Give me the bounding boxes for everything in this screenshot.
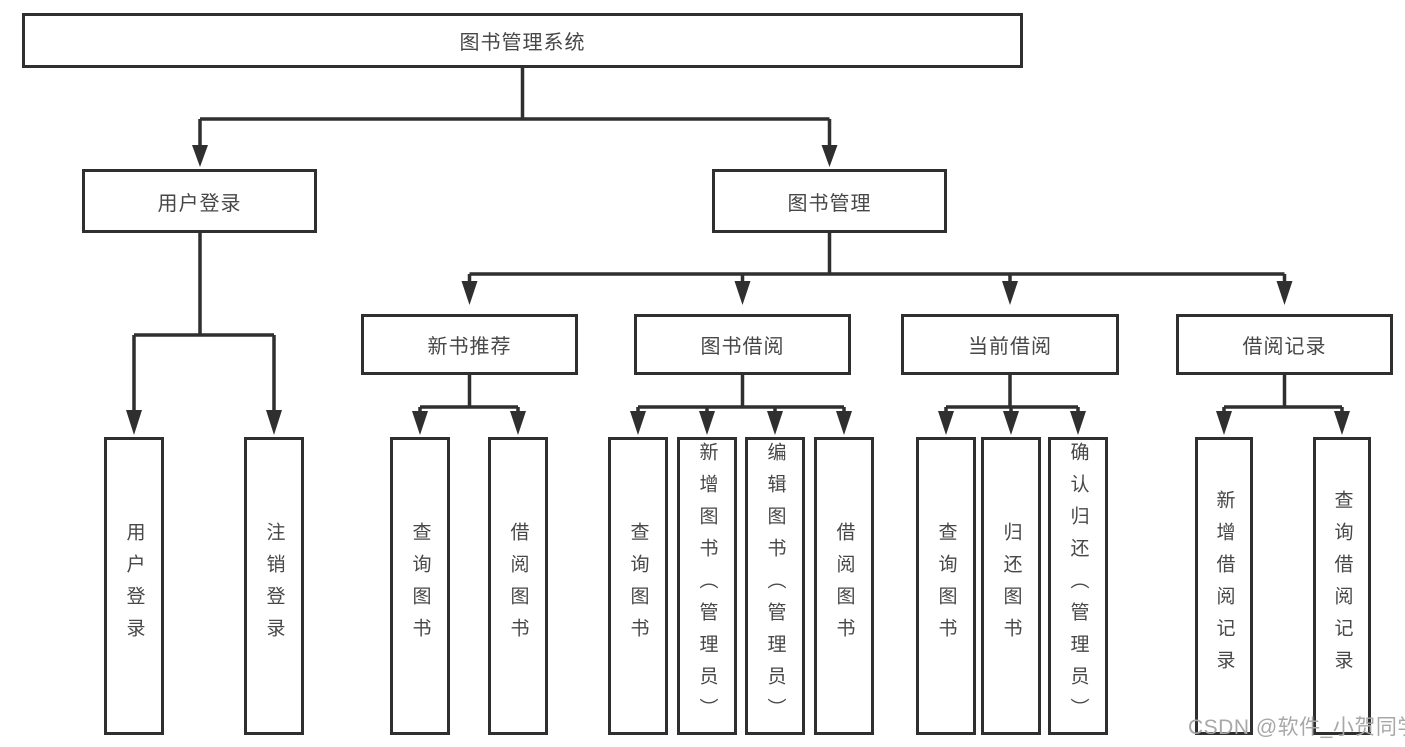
connector-current-borrow-children	[938, 375, 1086, 435]
arrowhead-bb-query	[630, 411, 646, 435]
connector-borrow-records-children	[1216, 375, 1350, 435]
arrowhead-ul-login	[126, 410, 142, 435]
arrowhead-new-books	[461, 281, 478, 305]
connector-user-login-children	[126, 233, 282, 435]
arrowhead-cb-confirm	[1070, 411, 1086, 435]
arrowhead-cb-return	[1003, 411, 1019, 435]
leaf-cb-query-books: 查询图书	[916, 437, 976, 735]
arrowhead-cb-query	[938, 411, 954, 435]
connector-book-mgmt-children	[461, 233, 1293, 305]
csdn-watermark: CSDN @软件_小贺同学	[1188, 716, 1405, 739]
node-book-management-system: 图书管理系统	[22, 13, 1023, 68]
arrowhead-bb-edit	[767, 411, 783, 435]
arrowhead-nb-query	[412, 411, 428, 435]
connector-new-books-children	[412, 375, 526, 435]
leaf-user-login: 用户登录	[104, 437, 164, 735]
connector-book-borrow-children	[630, 375, 852, 435]
leaf-bb-add-books-admin: 新增图书（管理员）	[677, 437, 737, 735]
leaf-bb-borrow-books: 借阅图书	[814, 437, 874, 735]
leaf-bb-query-books: 查询图书	[608, 437, 668, 735]
leaf-cb-confirm-return-admin: 确认归还（管理员）	[1048, 437, 1108, 735]
arrowhead-bb-borrow	[836, 411, 852, 435]
node-book-borrowing: 图书借阅	[634, 314, 851, 375]
arrowhead-current-borrow	[1002, 281, 1018, 305]
node-new-book-recommendation: 新书推荐	[361, 314, 578, 375]
leaf-logout: 注销登录	[244, 437, 304, 735]
node-current-borrowing: 当前借阅	[901, 314, 1119, 375]
arrowhead-br-query	[1334, 411, 1350, 435]
arrowhead-book-borrow	[734, 281, 751, 305]
connector-root-to-level2	[192, 68, 838, 167]
leaf-nb-query-books: 查询图书	[390, 437, 450, 735]
leaf-br-add-record: 新增借阅记录	[1195, 437, 1253, 735]
arrowhead-borrow-records	[1276, 281, 1293, 305]
leaf-bb-edit-books-admin: 编辑图书（管理员）	[745, 437, 805, 735]
node-user-login: 用户登录	[82, 169, 317, 233]
leaf-cb-return-books: 归还图书	[981, 437, 1041, 735]
arrowhead-br-add	[1216, 411, 1232, 435]
leaf-br-query-record: 查询借阅记录	[1313, 437, 1371, 735]
arrowhead-ul-logout	[266, 410, 282, 435]
arrowhead-nb-borrow	[510, 411, 526, 435]
arrowhead-user-login	[192, 145, 208, 167]
arrowhead-book-mgmt	[821, 145, 838, 167]
node-book-management: 图书管理	[712, 169, 947, 233]
node-borrowing-records: 借阅记录	[1176, 314, 1393, 375]
arrowhead-bb-add	[699, 411, 715, 435]
leaf-nb-borrow-books: 借阅图书	[488, 437, 548, 735]
